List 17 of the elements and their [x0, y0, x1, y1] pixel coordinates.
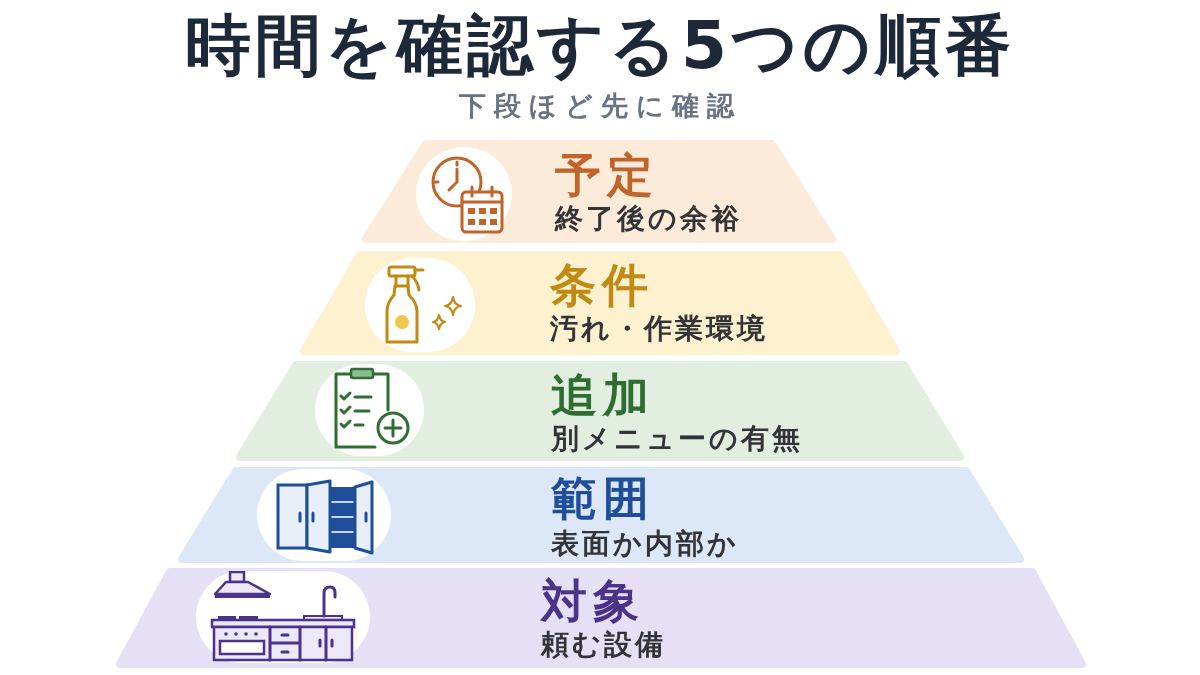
- pyramid-tier: [236, 361, 964, 461]
- tier-description: 別メニューの有無: [551, 422, 803, 456]
- title: 時間を確認する5つの順番: [185, 10, 1015, 83]
- tier-description: 終了後の余裕: [555, 202, 742, 236]
- pyramid-tier: [362, 140, 836, 243]
- pyramid-tier: [178, 467, 1024, 563]
- pyramid-tier: [116, 568, 1086, 668]
- tier-heading: 予定: [555, 150, 659, 201]
- tier-heading: 対象: [541, 576, 645, 627]
- tier-heading: 条件: [550, 260, 654, 311]
- pyramid-tier: [300, 251, 900, 355]
- tier-heading: 範囲: [551, 473, 655, 524]
- tier-heading: 追加: [551, 370, 655, 421]
- tier-description: 頼む設備: [541, 628, 666, 662]
- subtitle: 下段ほど先に確認: [458, 90, 742, 123]
- tier-description: 汚れ・作業環境: [550, 312, 768, 346]
- tier-description: 表面か内部か: [551, 527, 739, 561]
